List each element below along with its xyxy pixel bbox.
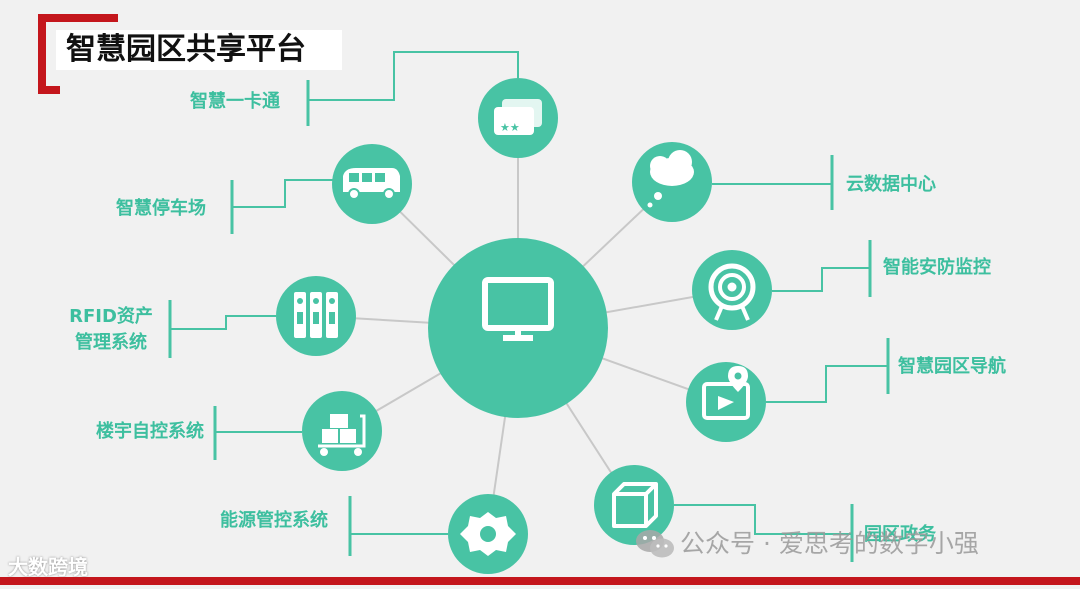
label-rfid: RFID资产 管理系统 <box>56 304 166 356</box>
connector-security <box>772 267 870 292</box>
title-bracket-top <box>38 14 118 22</box>
node-rfid <box>276 276 356 356</box>
connector-rfid <box>170 315 276 330</box>
connector-card <box>308 51 519 101</box>
cloud-icon <box>647 150 694 208</box>
label-security: 智能安防监控 <box>883 257 991 278</box>
label-rfid-line2: 管理系统 <box>75 332 147 353</box>
node-parking <box>332 144 412 224</box>
node-building <box>302 391 382 471</box>
bus-icon <box>343 168 400 200</box>
connector-navigation <box>766 365 888 403</box>
svg-text:★★: ★★ <box>500 121 520 134</box>
node-cloud <box>632 142 712 222</box>
node-security <box>692 250 772 330</box>
bottom-bar <box>0 577 1080 585</box>
label-building: 楼宇自控系统 <box>96 421 204 442</box>
node-energy <box>448 494 528 574</box>
label-card: 智慧一卡通 <box>190 91 280 112</box>
label-energy: 能源管控系统 <box>220 510 328 531</box>
watermark-text: 公众号 · 爱思考的数字小强 <box>680 529 979 558</box>
connector-gov <box>674 504 852 535</box>
label-gov: 园区政务 <box>864 524 936 545</box>
target-icon <box>708 263 756 321</box>
page-title: 智慧园区共享平台 <box>56 30 342 70</box>
node-navigation <box>686 362 766 442</box>
wechat-icon <box>636 530 674 558</box>
label-navigation: 智慧园区导航 <box>898 356 1006 377</box>
label-rfid-line1: RFID资产 <box>69 306 153 327</box>
monitor-icon <box>482 277 554 341</box>
map-pin-icon <box>702 366 750 420</box>
label-connectors <box>168 51 890 562</box>
binders-icon <box>294 292 338 338</box>
title-bracket <box>38 14 46 94</box>
gear-icon <box>460 512 516 556</box>
corner-logo: 大数跨境 <box>8 555 88 579</box>
label-cloud: 云数据中心 <box>846 174 936 195</box>
label-parking: 智慧停车场 <box>116 198 206 219</box>
center-node <box>428 238 608 418</box>
card-icon: ★★ <box>494 99 542 135</box>
cart-icon <box>318 414 366 456</box>
node-card: ★★ <box>478 78 558 158</box>
node-gov <box>594 465 674 545</box>
title-bracket-bottom <box>38 86 60 94</box>
box-icon <box>612 482 658 528</box>
connector-parking <box>232 179 334 208</box>
